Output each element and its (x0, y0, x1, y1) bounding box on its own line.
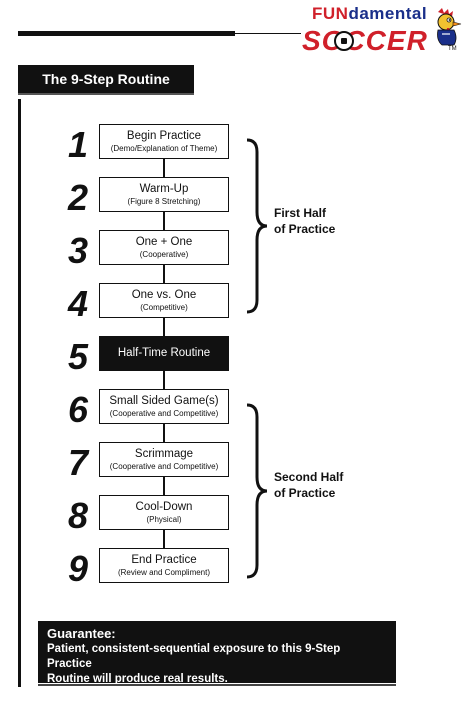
step-box-warm-up: Warm-Up (Figure 8 Stretching) (99, 177, 229, 212)
step-title: One + One (135, 235, 193, 248)
connector-line (163, 371, 165, 389)
guarantee-box: Guarantee: Patient, consistent-sequentia… (38, 621, 396, 685)
step-box-end-practice: End Practice (Review and Compliment) (99, 548, 229, 583)
step-subtitle: (Cooperative and Competitive) (109, 408, 219, 418)
step-title: Warm-Up (139, 182, 189, 195)
first-half-label-line1: First Half (274, 206, 327, 220)
step-number-5: 5 (67, 336, 89, 377)
step-box-one-plus-one: One + One (Cooperative) (99, 230, 229, 265)
logo-wordmark-soccer: SOCCER (302, 25, 428, 56)
connector-line (163, 212, 165, 230)
step-title: Half-Time Routine (117, 347, 211, 359)
first-half-label-line2: of Practice (274, 222, 336, 236)
header-rule (18, 31, 235, 36)
step-number-3: 3 (67, 230, 89, 271)
step-number-1: 1 (67, 124, 89, 165)
step-subtitle: (Cooperative) (139, 249, 189, 259)
second-half-brace (246, 403, 268, 579)
guarantee-text-line2: Routine will produce real results. (47, 673, 228, 685)
step-title: Cool-Down (135, 500, 193, 513)
guarantee-shadow (38, 684, 396, 686)
logo-wordmark-top: FUNdamental (312, 4, 427, 24)
step-title: Scrimmage (134, 447, 194, 460)
step-box-one-vs-one: One vs. One (Competitive) (99, 283, 229, 318)
connector-line (163, 530, 165, 548)
title-shadow (18, 93, 194, 95)
step-number-2: 2 (67, 177, 89, 218)
step-number-7: 7 (67, 442, 89, 483)
step-subtitle: (Physical) (146, 514, 182, 524)
logo-damental: damental (348, 4, 428, 23)
connector-line (163, 265, 165, 283)
guarantee-text-line1: Patient, consistent-sequential exposure … (47, 643, 341, 670)
step-number-8: 8 (67, 495, 89, 536)
first-half-label: First Half of Practice (274, 205, 335, 237)
connector-line (163, 159, 165, 177)
connector-line (163, 424, 165, 442)
fundamental-soccer-logo: FUNdamental SOCCER TM (300, 2, 470, 58)
guarantee-title: Guarantee: (47, 626, 116, 641)
step-subtitle: (Demo/Explanation of Theme) (110, 143, 218, 153)
logo-trademark: TM (448, 46, 457, 52)
step-number-4: 4 (67, 283, 89, 324)
page-title: The 9-Step Routine (18, 65, 194, 93)
step-box-small-sided-games: Small Sided Game(s) (Cooperative and Com… (99, 389, 229, 424)
step-title: One vs. One (131, 288, 197, 301)
connector-line (163, 477, 165, 495)
rooster-mascot-icon (437, 8, 462, 46)
step-title: Small Sided Game(s) (109, 394, 219, 407)
second-half-label-line1: Second Half (274, 470, 344, 484)
connector-line (163, 318, 165, 336)
step-number-9: 9 (67, 548, 89, 589)
step-box-scrimmage: Scrimmage (Cooperative and Competitive) (99, 442, 229, 477)
step-box-begin-practice: Begin Practice (Demo/Explanation of Them… (99, 124, 229, 159)
step-number-6: 6 (67, 389, 89, 430)
step-box-cool-down: Cool-Down (Physical) (99, 495, 229, 530)
step-subtitle: (Competitive) (140, 302, 188, 312)
first-half-brace (246, 138, 268, 314)
step-title: Begin Practice (126, 129, 202, 142)
step-box-half-time-routine: Half-Time Routine (99, 336, 229, 371)
left-margin-rule (18, 99, 21, 687)
step-subtitle: (Review and Compliment) (117, 567, 211, 577)
step-subtitle: (Figure 8 Stretching) (127, 196, 201, 206)
soccer-ball-icon (334, 31, 354, 51)
logo-fun: FUN (312, 4, 349, 23)
step-title: End Practice (131, 553, 197, 566)
second-half-label: Second Half of Practice (274, 469, 343, 501)
step-subtitle: (Cooperative and Competitive) (109, 461, 219, 471)
header-rule-thin (235, 33, 301, 34)
second-half-label-line2: of Practice (274, 486, 336, 500)
